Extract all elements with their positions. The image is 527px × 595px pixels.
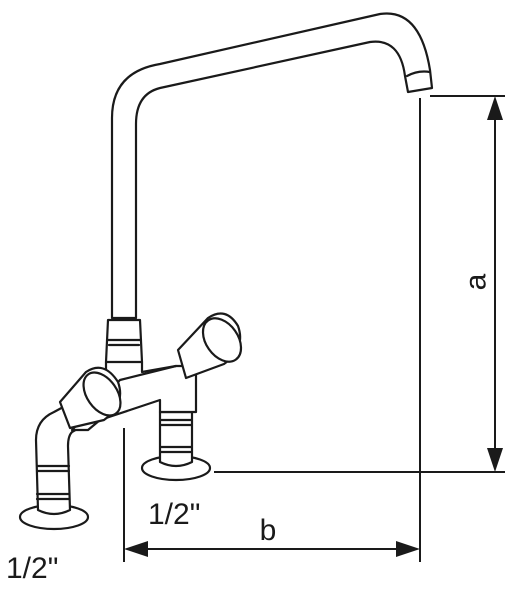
right-inlet-pillar — [140, 410, 212, 482]
swivel-spout — [110, 12, 434, 320]
dimension-b-label: b — [260, 514, 277, 547]
extension-lines — [123, 95, 505, 562]
left-handle-knob — [58, 366, 122, 430]
spout-collar — [104, 318, 144, 364]
inlet-size-label-right: 1/2" — [148, 498, 200, 531]
dimension-a-arrow — [487, 96, 503, 472]
dimension-a-label: a — [460, 273, 493, 290]
right-handle-knob — [176, 312, 243, 380]
dimension-b-arrow — [124, 541, 420, 557]
inlet-size-label-left: 1/2" — [6, 552, 58, 585]
left-inlet-pillar — [18, 396, 98, 531]
